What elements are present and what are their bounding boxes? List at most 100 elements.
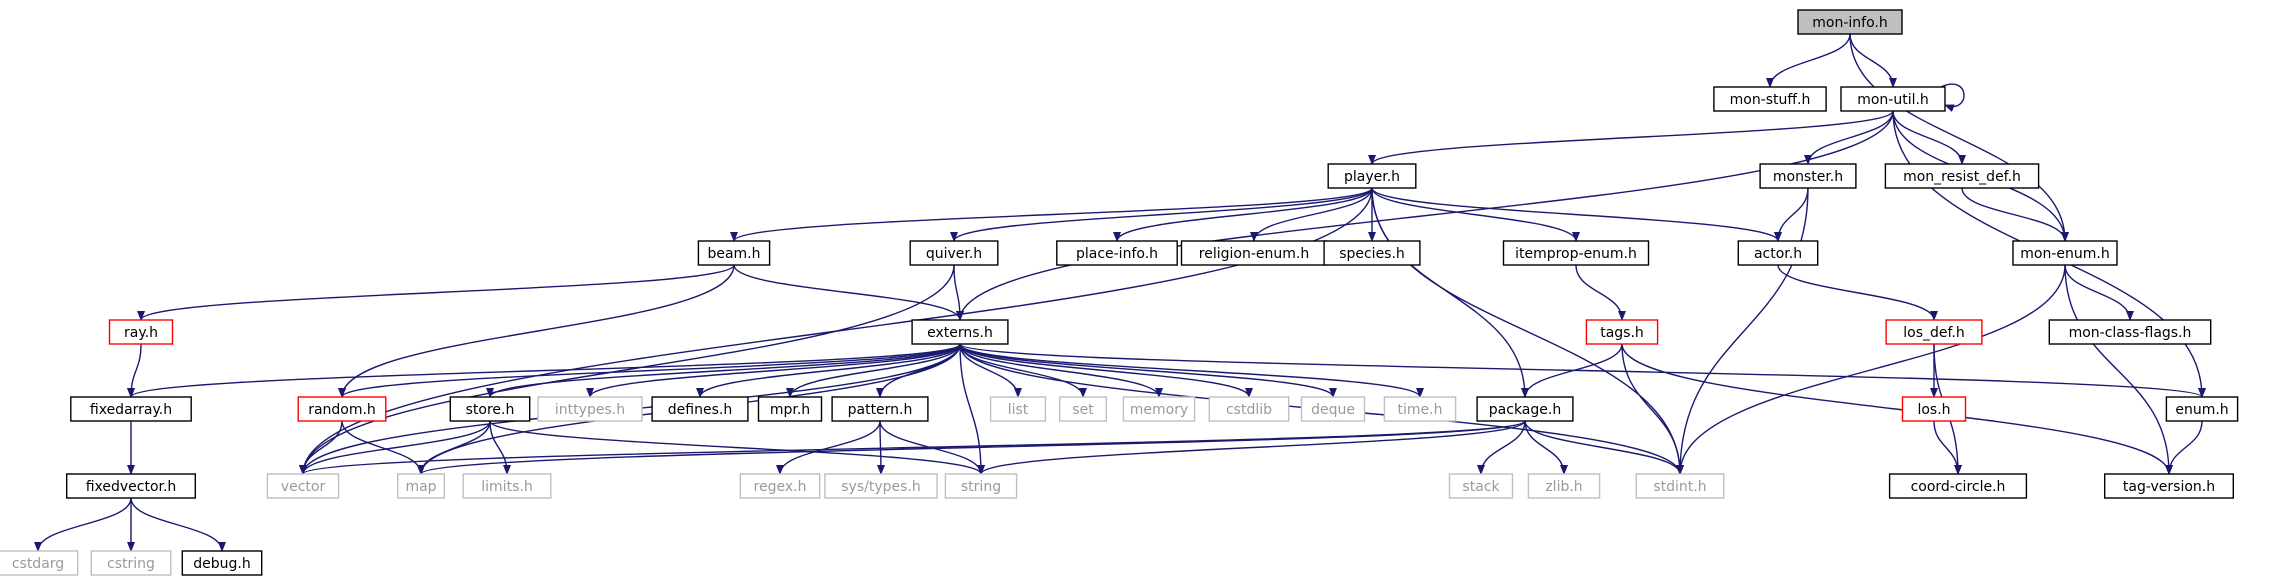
node-box xyxy=(462,473,552,499)
node-label: quiver.h xyxy=(926,246,982,262)
node-mon-enum[interactable]: mon-enum.h xyxy=(2012,240,2118,266)
edge-externs-to-inttypes xyxy=(586,343,961,398)
node-enum[interactable]: enum.h xyxy=(2165,396,2239,422)
node-box xyxy=(911,319,1009,345)
node-set: set xyxy=(1058,396,1107,422)
node-place-info[interactable]: place-info.h xyxy=(1056,240,1178,266)
edge-quiver-to-externs xyxy=(953,264,964,321)
edge-player-to-actor xyxy=(1371,187,1782,242)
edge-externs-to-mpr xyxy=(786,343,961,398)
edge-package-to-string xyxy=(977,420,1526,475)
edge-package-to-vector xyxy=(299,420,1526,475)
node-ray[interactable]: ray.h xyxy=(108,319,174,345)
node-map: map xyxy=(397,473,446,499)
node-label: stack xyxy=(1462,479,1500,495)
node-label: coord-circle.h xyxy=(1911,479,2006,495)
node-label: enum.h xyxy=(2175,402,2228,418)
node-fixedvector[interactable]: fixedvector.h xyxy=(65,473,197,499)
node-mon-info[interactable]: mon-info.h xyxy=(1797,9,1903,35)
node-actor[interactable]: actor.h xyxy=(1737,240,1819,266)
node-box xyxy=(108,319,174,345)
node-los-def[interactable]: los_def.h xyxy=(1885,319,1983,345)
node-random[interactable]: random.h xyxy=(297,396,387,422)
node-pattern[interactable]: pattern.h xyxy=(831,396,929,422)
node-label: mpr.h xyxy=(770,402,810,418)
edge-externs-to-memory xyxy=(959,343,1163,398)
node-box xyxy=(1885,319,1983,345)
node-externs[interactable]: externs.h xyxy=(911,319,1009,345)
node-quiver[interactable]: quiver.h xyxy=(909,240,999,266)
node-box xyxy=(0,550,79,576)
edge-mon-util-to-mon-util xyxy=(1940,83,1965,112)
edge-externs-to-time xyxy=(959,343,1424,398)
edge-actor-to-los-def xyxy=(1777,264,1938,321)
edge-beam-to-externs xyxy=(733,264,964,321)
node-species[interactable]: species.h xyxy=(1323,240,1421,266)
node-vector: vector xyxy=(266,473,340,499)
node-box xyxy=(1300,396,1366,422)
node-box xyxy=(90,550,172,576)
edge-mon-util-to-externs xyxy=(956,110,1894,321)
node-label: set xyxy=(1072,402,1094,418)
node-los[interactable]: los.h xyxy=(1901,396,1967,422)
node-store[interactable]: store.h xyxy=(449,396,531,422)
node-player[interactable]: player.h xyxy=(1327,163,1417,189)
edge-store-to-limits xyxy=(489,420,511,475)
node-label: mon-enum.h xyxy=(2020,246,2109,262)
node-label: fixedvector.h xyxy=(86,479,177,495)
node-stdint: stdint.h xyxy=(1635,473,1725,499)
node-box xyxy=(1901,396,1967,422)
edge-monster-to-stdint xyxy=(1676,187,1809,475)
edge-package-to-stdint xyxy=(1524,420,1684,475)
edge-pattern-to-sys-types xyxy=(876,420,885,475)
node-package[interactable]: package.h xyxy=(1476,396,1574,422)
edge-package-to-zlib xyxy=(1524,420,1568,475)
node-box xyxy=(1122,396,1196,422)
node-fixedarray[interactable]: fixedarray.h xyxy=(70,396,192,422)
node-label: species.h xyxy=(1339,246,1405,262)
node-label: monster.h xyxy=(1773,169,1843,185)
node-beam[interactable]: beam.h xyxy=(697,240,771,266)
node-time: time.h xyxy=(1383,396,1457,422)
node-box xyxy=(70,396,192,422)
node-debug[interactable]: debug.h xyxy=(181,550,263,576)
edge-tags-to-package xyxy=(1521,343,1623,398)
edge-player-to-beam xyxy=(730,187,1373,242)
node-label: cstdarg xyxy=(12,556,64,572)
edge-mon-util-to-mon-resist-def xyxy=(1892,110,1966,165)
edge-externs-to-store xyxy=(486,343,961,398)
node-defines[interactable]: defines.h xyxy=(651,396,749,422)
node-label: los.h xyxy=(1917,402,1950,418)
node-mpr[interactable]: mpr.h xyxy=(757,396,823,422)
node-mon-stuff[interactable]: mon-stuff.h xyxy=(1713,86,1827,112)
node-label: pattern.h xyxy=(848,402,913,418)
node-box xyxy=(1797,9,1903,35)
node-mon-resist-def[interactable]: mon_resist_def.h xyxy=(1884,163,2040,189)
node-box xyxy=(757,396,823,422)
node-sys-types: sys/types.h xyxy=(824,473,938,499)
node-box xyxy=(944,473,1018,499)
node-tag-version[interactable]: tag-version.h xyxy=(2103,473,2234,499)
node-box xyxy=(537,396,643,422)
node-regex: regex.h xyxy=(739,473,821,499)
node-box xyxy=(1327,163,1417,189)
node-coord-circle[interactable]: coord-circle.h xyxy=(1888,473,2028,499)
node-inttypes: inttypes.h xyxy=(537,396,643,422)
node-mon-class-flags[interactable]: mon-class-flags.h xyxy=(2048,319,2212,345)
node-label: zlib.h xyxy=(1545,479,1582,495)
node-box xyxy=(266,473,340,499)
node-mon-util[interactable]: mon-util.h xyxy=(1840,86,1946,112)
edge-mon-enum-to-stdint xyxy=(1676,264,2066,475)
node-monster[interactable]: monster.h xyxy=(1759,163,1857,189)
edge-externs-to-fixedarray xyxy=(127,343,961,398)
node-zlib: zlib.h xyxy=(1527,473,1601,499)
node-box xyxy=(739,473,821,499)
node-itemprop-enum[interactable]: itemprop-enum.h xyxy=(1502,240,1650,266)
edge-monster-to-actor xyxy=(1774,187,1809,242)
node-religion-enum[interactable]: religion-enum.h xyxy=(1180,240,1328,266)
node-label: package.h xyxy=(1489,402,1561,418)
node-tags[interactable]: tags.h xyxy=(1585,319,1659,345)
node-box xyxy=(1323,240,1421,266)
node-label: beam.h xyxy=(707,246,760,262)
edge-player-to-religion-enum xyxy=(1250,187,1373,242)
